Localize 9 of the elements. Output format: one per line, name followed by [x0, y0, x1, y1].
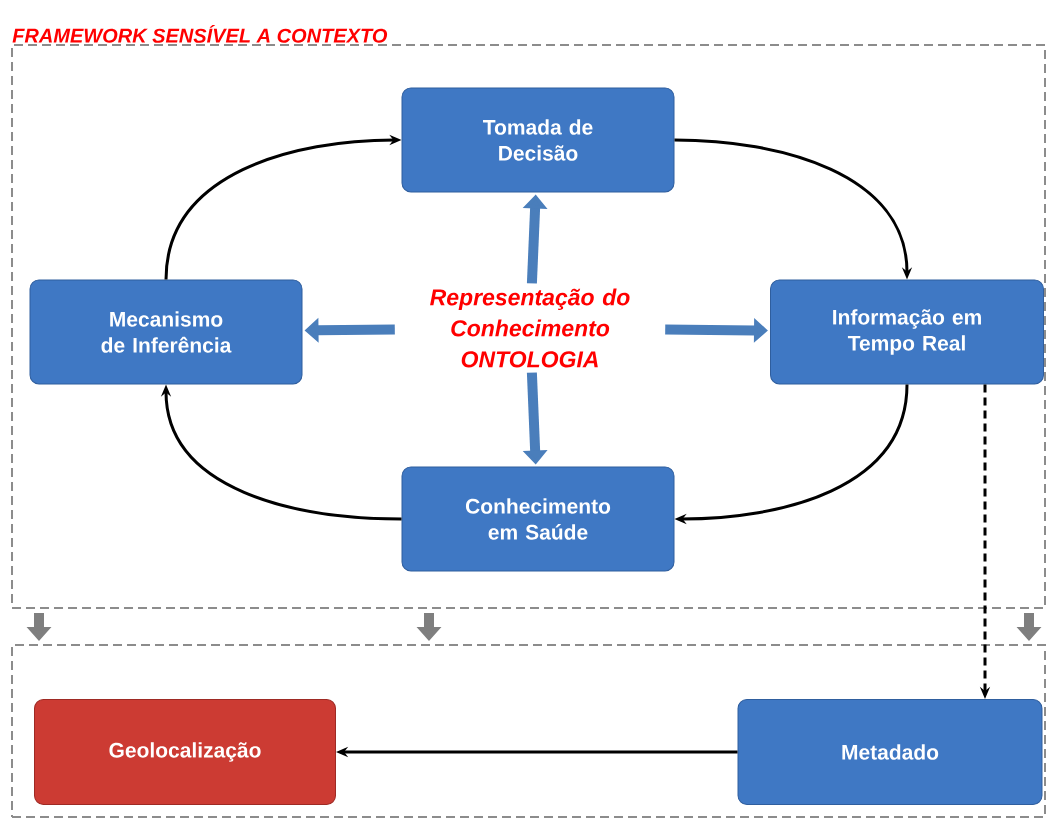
process-box: Informação em Tempo Real	[770, 279, 1044, 385]
process-box: Conhecimento em Saúde	[401, 466, 675, 572]
highlight-box: Geolocalização	[34, 699, 336, 805]
process-box: Metadado	[737, 699, 1043, 805]
center-label: Representação do Conhecimento ONTOLOGIA	[430, 288, 630, 368]
node-label: FRAMEWORK SENSÍVEL A CONTEXTO	[12, 24, 388, 43]
process-box: Tomada de Decisão	[401, 87, 675, 193]
process-box: Mecanismo de Inferência	[29, 279, 303, 385]
dashed-frame	[11, 644, 1046, 818]
